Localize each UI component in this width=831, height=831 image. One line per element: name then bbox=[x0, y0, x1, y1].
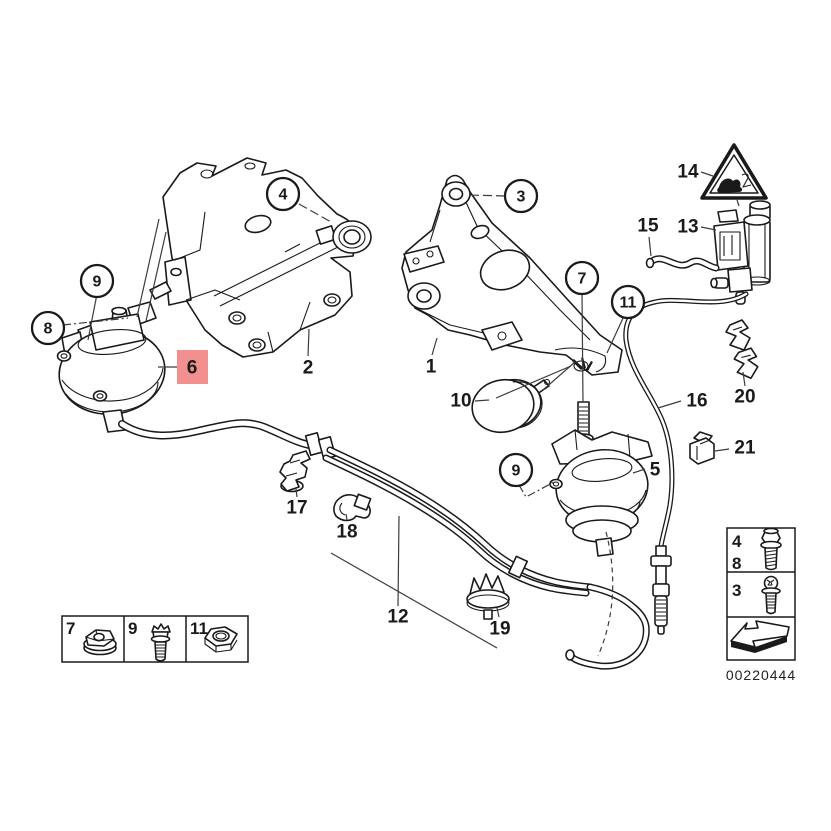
pipe-connector bbox=[650, 545, 672, 635]
legend-left-table: 7 9 11 bbox=[61, 615, 249, 663]
label-14[interactable]: 14 bbox=[677, 162, 699, 183]
clip-20 bbox=[725, 319, 759, 380]
hazard-glyph-icon bbox=[717, 178, 743, 193]
callout-4-label: 4 bbox=[279, 187, 288, 204]
label-18[interactable]: 18 bbox=[336, 522, 357, 543]
callout-4[interactable]: 4 bbox=[265, 176, 301, 212]
label-10[interactable]: 10 bbox=[450, 391, 471, 412]
circled-callouts: 3 4 7 8 9 9 11 bbox=[30, 176, 646, 488]
engine-mount-left bbox=[56, 281, 172, 435]
clip-18 bbox=[333, 493, 372, 522]
grommet-19 bbox=[466, 573, 510, 620]
torx-bolt-icon bbox=[150, 623, 171, 662]
label-15[interactable]: 15 bbox=[637, 216, 659, 237]
label-16[interactable]: 16 bbox=[686, 391, 707, 412]
label-5[interactable]: 5 bbox=[650, 460, 661, 481]
legend-part-8: 8 bbox=[732, 554, 741, 573]
engine-mount-right bbox=[549, 401, 653, 557]
label-21[interactable]: 21 bbox=[734, 438, 756, 459]
legend-part-11: 11 bbox=[190, 619, 208, 638]
callout-3[interactable]: 3 bbox=[503, 178, 539, 214]
hex-flange-bolt-icon bbox=[760, 527, 782, 571]
callout-7-label: 7 bbox=[578, 271, 587, 288]
engine-support-bracket-right bbox=[401, 174, 623, 376]
highlighted-label-6[interactable]: 6 bbox=[177, 350, 208, 384]
engine-support-bracket-left bbox=[162, 157, 372, 358]
callout-9-right[interactable]: 9 bbox=[498, 452, 534, 488]
label-6: 6 bbox=[187, 358, 198, 379]
callout-11[interactable]: 11 bbox=[610, 284, 646, 320]
diagram-number: 00220444 bbox=[726, 667, 796, 683]
callout-8-label: 8 bbox=[44, 321, 53, 338]
vacuum-pipe-16 bbox=[623, 291, 749, 549]
torx-stud-bolt-icon bbox=[761, 575, 781, 615]
label-17[interactable]: 17 bbox=[286, 498, 307, 519]
callout-8[interactable]: 8 bbox=[30, 310, 66, 346]
part-labels: 1 2 5 10 12 13 14 15 16 17 18 19 20 21 bbox=[286, 162, 756, 640]
callout-9-right-label: 9 bbox=[512, 463, 521, 480]
mount-cap bbox=[471, 378, 551, 434]
callout-3-label: 3 bbox=[517, 189, 526, 206]
callout-7[interactable]: 7 bbox=[564, 260, 600, 296]
callout-9-left-label: 9 bbox=[93, 274, 102, 291]
flange-nut-icon bbox=[83, 629, 117, 656]
legend-right-table: 4 8 3 bbox=[726, 527, 796, 661]
callout-9-left[interactable]: 9 bbox=[79, 263, 115, 299]
label-13[interactable]: 13 bbox=[677, 217, 698, 238]
label-2[interactable]: 2 bbox=[303, 358, 314, 379]
label-1[interactable]: 1 bbox=[426, 357, 437, 378]
direction-arrow-icon bbox=[730, 620, 790, 653]
vacuum-hose-15 bbox=[645, 255, 720, 272]
legend-part-7: 7 bbox=[66, 619, 75, 638]
label-12[interactable]: 12 bbox=[387, 607, 408, 628]
leader-lines bbox=[62, 171, 746, 657]
callout-11-label: 11 bbox=[620, 295, 637, 312]
vacuum-hose-12 bbox=[118, 419, 650, 670]
hex-nut-icon bbox=[204, 626, 238, 653]
legend-part-9: 9 bbox=[128, 619, 137, 638]
legend-part-4: 4 bbox=[732, 532, 742, 551]
highlight-box bbox=[177, 350, 208, 384]
clip-17 bbox=[279, 450, 311, 493]
warning-triangle bbox=[700, 143, 768, 200]
label-20[interactable]: 20 bbox=[734, 387, 755, 408]
legend-part-3: 3 bbox=[732, 581, 741, 600]
solenoid-valve bbox=[710, 200, 771, 305]
clip-21 bbox=[689, 431, 715, 465]
label-19[interactable]: 19 bbox=[489, 619, 510, 640]
